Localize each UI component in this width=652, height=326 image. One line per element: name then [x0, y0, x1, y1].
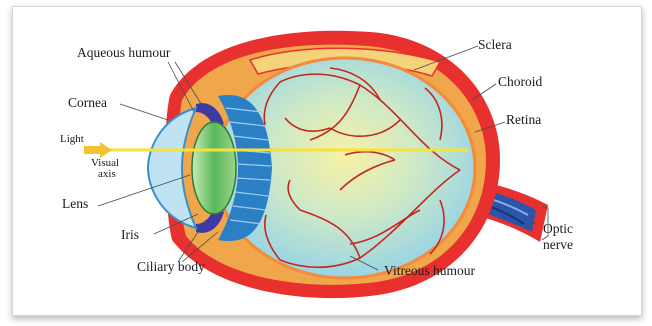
label-cornea: Cornea	[68, 96, 107, 110]
label-ciliary-body: Ciliary body	[137, 260, 205, 274]
label-optic-nerve-2: nerve	[543, 238, 573, 252]
label-lens: Lens	[62, 197, 88, 211]
label-aqueous-humour: Aqueous humour	[77, 46, 170, 60]
label-choroid: Choroid	[498, 75, 542, 89]
label-optic-nerve-1: Optic	[543, 222, 573, 236]
label-vitreous-humour: Vitreous humour	[384, 264, 475, 278]
lens	[192, 122, 236, 214]
light-arrow	[84, 142, 112, 158]
label-iris: Iris	[121, 228, 139, 242]
label-sclera: Sclera	[478, 38, 512, 52]
label-visual-axis-2: axis	[98, 169, 116, 180]
label-light: Light	[60, 134, 84, 145]
label-retina: Retina	[506, 113, 541, 127]
